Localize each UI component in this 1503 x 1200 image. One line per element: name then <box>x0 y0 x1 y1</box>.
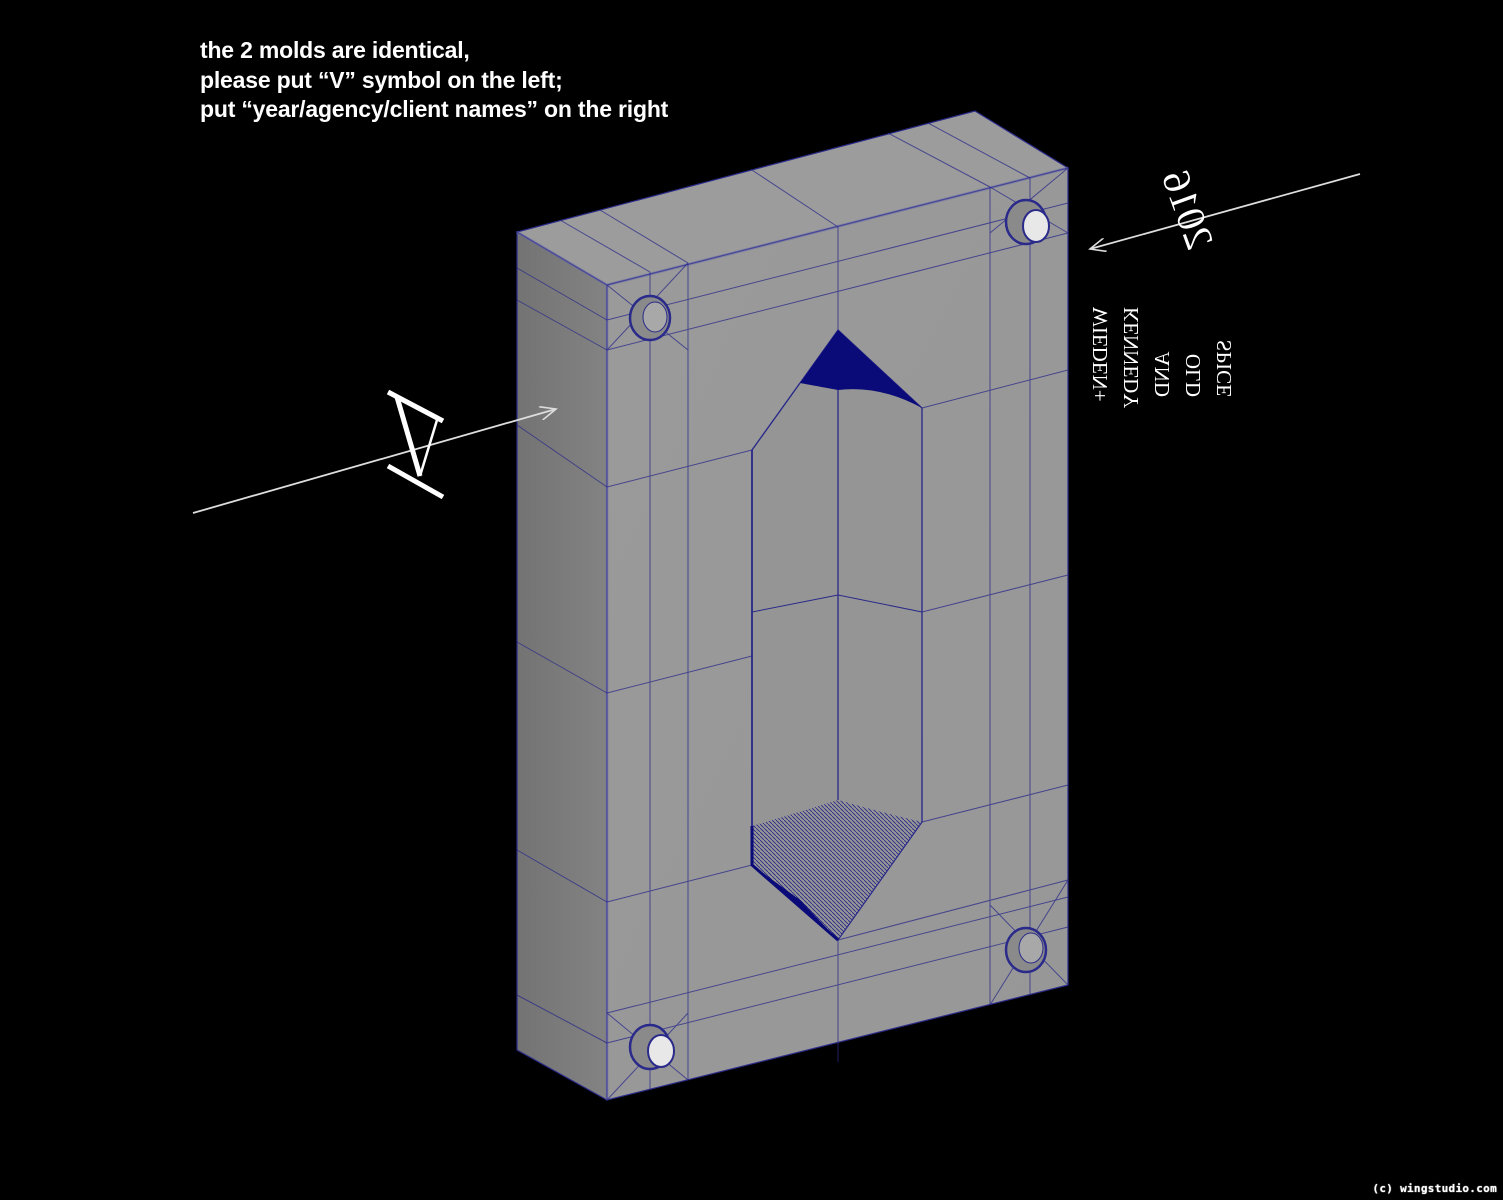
pin-bottom-right <box>1004 926 1048 974</box>
arrow-right-to-back <box>1090 173 1361 249</box>
pin-bottom-left <box>628 1023 675 1071</box>
arrow-left-to-side <box>192 409 556 514</box>
instruction-note: the 2 molds are identical, please put “V… <box>200 36 668 125</box>
name-line-3: AND <box>1150 351 1174 398</box>
pin-top-right <box>1004 198 1050 246</box>
v-symbol-engraving <box>386 389 445 500</box>
name-line-2: KENNEDY <box>1119 307 1143 409</box>
instruction-line-1: the 2 molds are identical, <box>200 37 470 63</box>
watermark: (c) wingstudio.com <box>1372 1182 1497 1195</box>
instruction-line-3: put “year/agency/client names” on the ri… <box>200 96 669 122</box>
wireframe <box>516 122 1069 1101</box>
pencil-cavity <box>750 329 923 942</box>
name-line-4: OLD SPICE <box>1181 339 1236 397</box>
mold-side-face <box>516 230 608 1102</box>
instruction-line-2: please put “V” symbol on the left; <box>200 66 563 93</box>
pin-top-left <box>628 294 672 342</box>
agency-client-engraving: WIEDEN+ KENNEDY AND OLD SPICE <box>1085 307 1240 409</box>
name-line-1: WIEDEN+ <box>1088 307 1112 402</box>
